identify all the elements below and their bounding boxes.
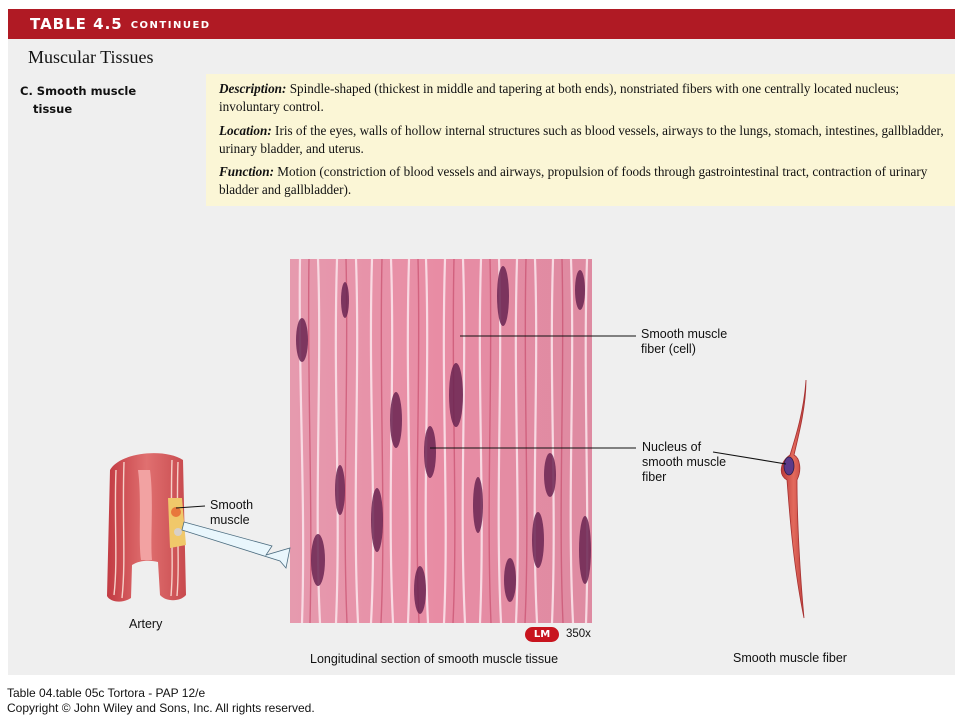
table-header-title: TABLE 4.5 CONTINUED	[30, 15, 211, 33]
description-term: Description:	[219, 81, 287, 96]
function-paragraph: Function: Motion (constriction of blood …	[219, 163, 944, 198]
smooth-muscle-fiber-drawing	[780, 379, 807, 619]
location-paragraph: Location: Iris of the eyes, walls of hol…	[219, 122, 944, 157]
footer-copyright: Copyright © John Wiley and Sons, Inc. Al…	[7, 701, 315, 715]
micrograph-image	[290, 258, 592, 624]
micrograph-caption: Longitudinal section of smooth muscle ti…	[310, 652, 559, 666]
continued-label: CONTINUED	[130, 20, 211, 31]
label-smooth-muscle-fiber: Smooth muscle fiber (cell)	[641, 327, 728, 356]
fiber-nucleus	[783, 456, 795, 476]
artery-caption: Artery	[129, 617, 163, 631]
artery-drawing	[107, 453, 186, 602]
label-nucleus: Nucleus of smooth muscle fiber	[642, 440, 727, 484]
function-term: Function:	[219, 164, 274, 179]
function-text: Motion (constriction of blood vessels an…	[219, 164, 928, 197]
magnification-label: 350x	[566, 628, 591, 640]
description-box: Description: Spindle-shaped (thickest in…	[206, 74, 955, 206]
page-title: Muscular Tissues	[28, 47, 154, 67]
fiber-caption: Smooth muscle fiber	[733, 651, 847, 665]
description-paragraph: Description: Spindle-shaped (thickest in…	[219, 80, 944, 115]
section-label-line1: C. Smooth muscle	[20, 84, 137, 98]
table-header-bar: TABLE 4.5 CONTINUED	[8, 9, 955, 39]
label-smooth-muscle: Smooth muscle	[210, 498, 254, 527]
leader-lines	[175, 335, 787, 509]
callout-arrow	[181, 521, 291, 569]
section-label: C. Smooth muscle tissue	[20, 82, 140, 118]
description-text: Spindle-shaped (thickest in middle and t…	[219, 81, 900, 114]
lm-badge: LM	[525, 627, 559, 642]
footer-source: Table 04.table 05c Tortora - PAP 12/e	[7, 686, 206, 700]
table-label: TABLE 4.5	[30, 15, 123, 33]
location-term: Location:	[219, 123, 272, 138]
section-label-line2: tissue	[33, 102, 73, 116]
location-text: Iris of the eyes, walls of hollow intern…	[219, 123, 944, 156]
